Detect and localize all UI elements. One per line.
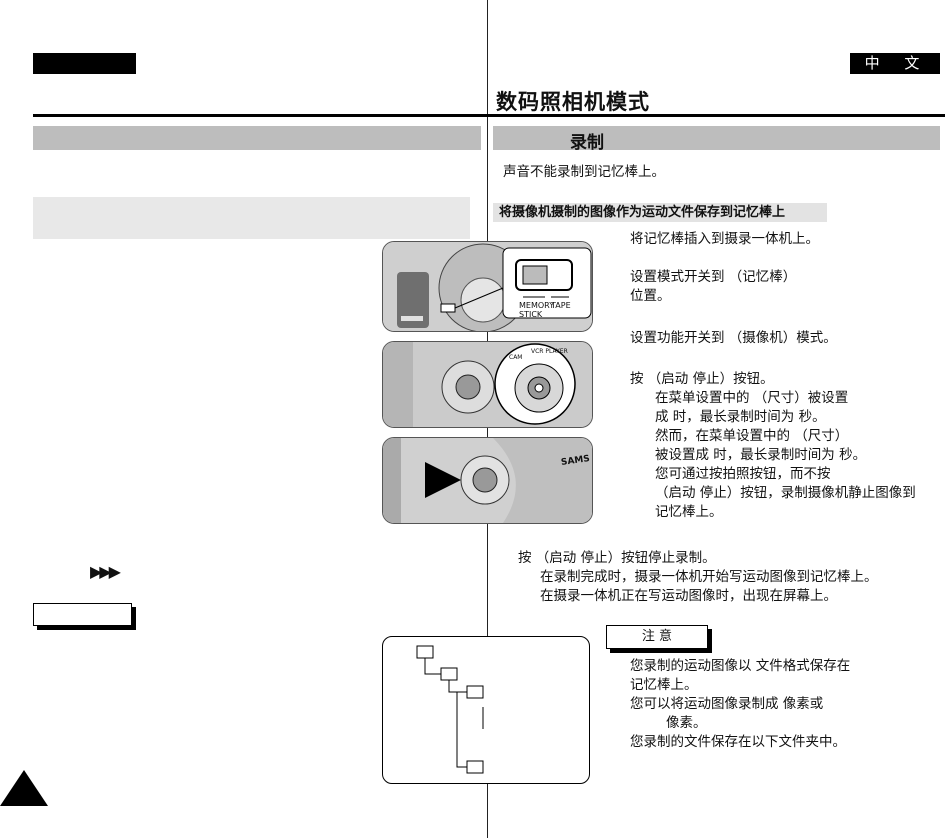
english-tab xyxy=(33,53,136,74)
power-dial-figure: CAM VCR PLAYER xyxy=(382,341,593,428)
step-line: 您可通过按拍照按钮，而不按 xyxy=(655,466,831,482)
step-4: 按 （启动 停止）按钮。 在菜单设置中的 （尺寸）被设置 成 时，最长录制时间为… xyxy=(630,370,916,522)
step-line: 然而，在菜单设置中的 （尺寸） xyxy=(655,428,849,444)
camcorder-side-illustration xyxy=(383,242,592,331)
note-line: 您录制的运动图像以 文件格式保存在 xyxy=(630,658,851,674)
cam-label: CAM xyxy=(509,354,523,361)
language-tab: 中 文 xyxy=(850,53,940,74)
step-line: 在摄录一体机正在写运动图像时，出现在屏幕上。 xyxy=(540,588,837,604)
page-corner-triangle-icon xyxy=(0,770,48,806)
step-2: 设置模式开关到 （记忆棒） 位置。 xyxy=(630,268,796,306)
vcr-player-label: VCR PLAYER xyxy=(531,348,568,355)
stop-step: 按 （启动 停止）按钮停止录制。 在录制完成时，摄录一体机开始写运动图像到记忆棒… xyxy=(518,549,878,606)
note-line: 像素。 xyxy=(666,715,707,731)
left-note-box xyxy=(33,603,132,626)
start-stop-illustration xyxy=(383,438,592,523)
step-line: 设置功能开关到 （摄像机）模式。 xyxy=(630,330,837,346)
step-line: （启动 停止）按钮，录制摄像机静止图像到 xyxy=(655,485,916,501)
note-line: 您可以将运动图像录制成 像素或 xyxy=(630,696,824,712)
step-line: 在录制完成时，摄录一体机开始写运动图像到记忆棒上。 xyxy=(540,569,878,585)
step-line: 将记忆棒插入到摄录一体机上。 xyxy=(630,231,819,247)
step-line: 设置模式开关到 （记忆棒） xyxy=(630,269,797,285)
left-section-bar xyxy=(33,126,481,150)
triple-right-arrow-icon: ▶▶▶ xyxy=(90,562,121,581)
step-line: 被设置成 时，最长录制时间为 秒。 xyxy=(655,447,867,463)
note-line: 您录制的文件保存在以下文件夹中。 xyxy=(630,734,846,750)
folder-tree-figure xyxy=(382,636,590,784)
sub-heading: 将摄像机摄制的图像作为运动文件保存到记忆棒上 xyxy=(493,203,827,222)
step-line: 记忆棒上。 xyxy=(655,504,723,520)
note-line: 记忆棒上。 xyxy=(630,677,698,693)
section-title: 录制 xyxy=(570,133,604,153)
title-rule xyxy=(33,114,945,117)
left-highlight-box xyxy=(33,197,470,239)
page-title: 数码照相机模式 xyxy=(496,90,650,114)
power-dial-illustration xyxy=(383,342,592,427)
intro-line: 声音不能录制到记忆棒上。 xyxy=(503,164,665,180)
step-line: 按 （启动 停止）按钮。 xyxy=(630,371,774,387)
step-line: 位置。 xyxy=(630,288,671,304)
start-stop-figure: SAMS xyxy=(382,437,593,524)
note-label: 注 意 xyxy=(606,625,708,649)
step-1: 将记忆棒插入到摄录一体机上。 xyxy=(630,230,819,249)
right-section-bar xyxy=(493,126,940,150)
step-line: 在菜单设置中的 （尺寸）被设置 xyxy=(655,390,849,406)
folder-tree-diagram xyxy=(416,645,484,774)
step-3: 设置功能开关到 （摄像机）模式。 xyxy=(630,329,837,348)
tape-label: TAPE xyxy=(551,301,571,310)
mode-switch-figure: MEMORY STICK TAPE xyxy=(382,241,593,332)
step-line: 按 （启动 停止）按钮停止录制。 xyxy=(518,550,716,566)
step-line: 成 时，最长录制时间为 秒。 xyxy=(655,409,826,425)
note-text: 您录制的运动图像以 文件格式保存在 记忆棒上。 您可以将运动图像录制成 像素或 … xyxy=(630,657,850,752)
memory-stick-label: MEMORY STICK xyxy=(519,301,555,319)
